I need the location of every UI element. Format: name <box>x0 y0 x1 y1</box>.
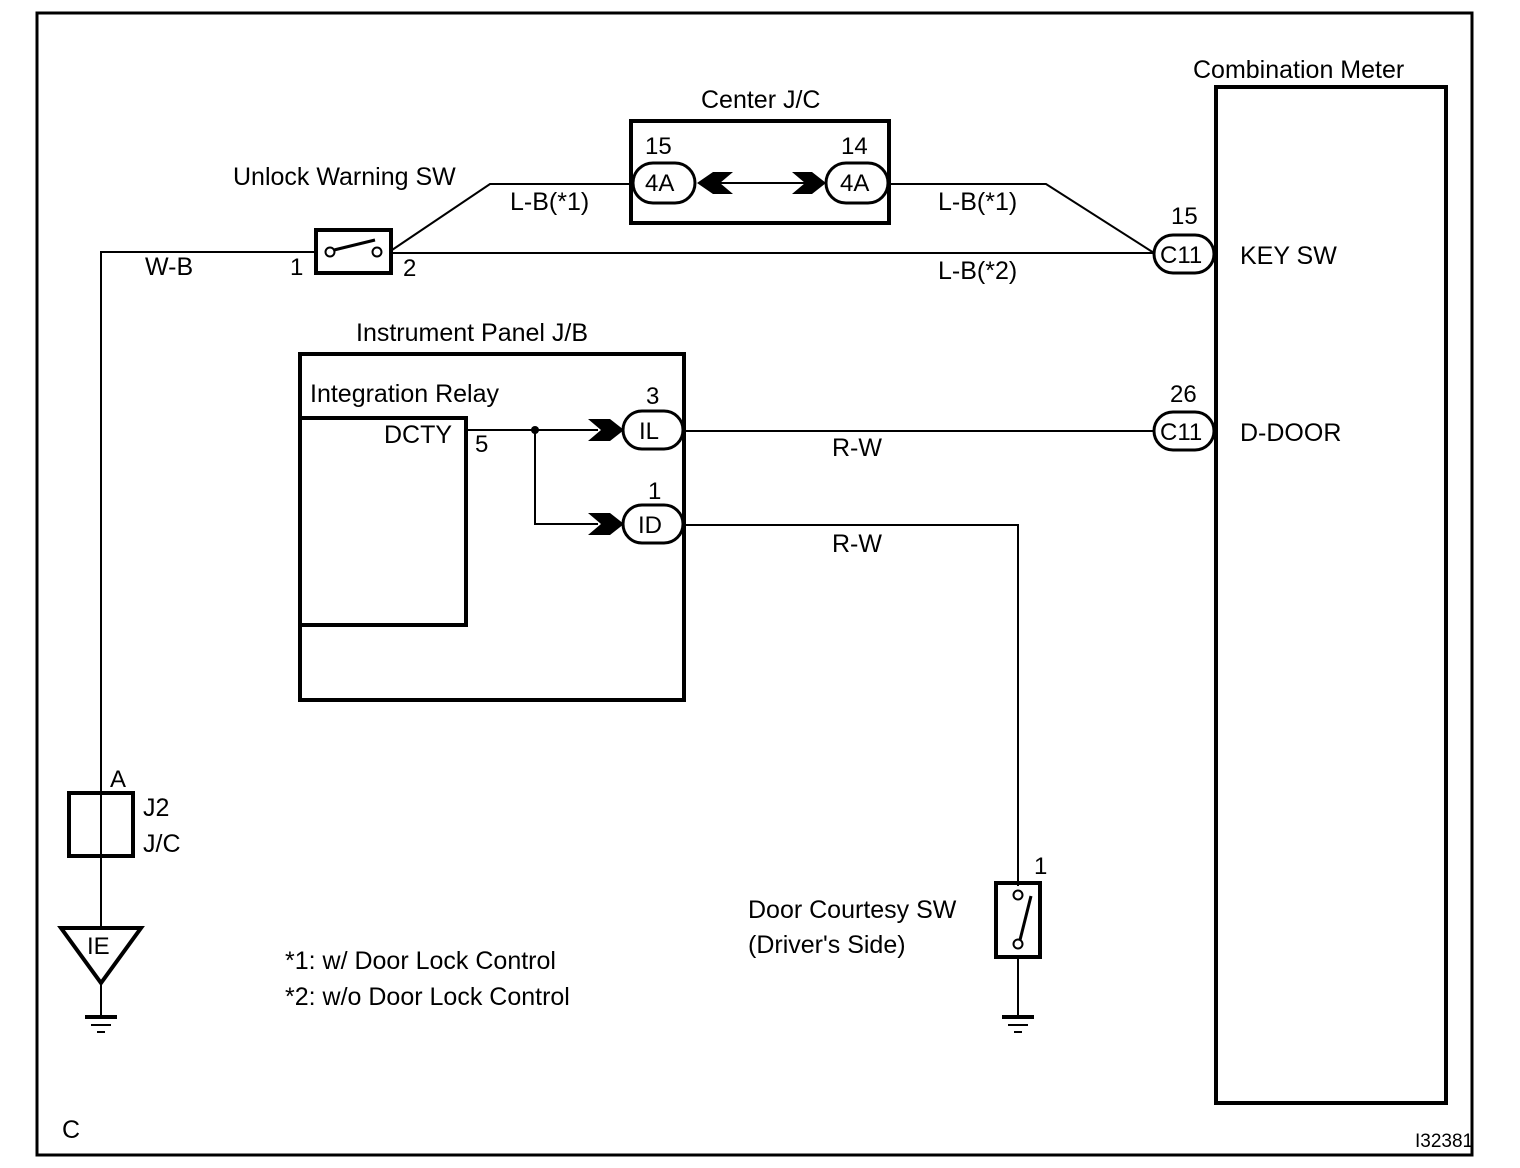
connector-code: 4A <box>840 170 869 197</box>
wire-label-lb2: L-B(*2) <box>938 257 1017 285</box>
footnote: *1: w/ Door Lock Control <box>285 947 556 975</box>
pin-number: 26 <box>1170 381 1197 408</box>
corner-label: C <box>62 1116 80 1144</box>
male-terminal-icon <box>792 172 826 194</box>
pin-number: 15 <box>645 133 672 160</box>
switch-blade <box>333 238 376 252</box>
terminal-name: KEY SW <box>1240 242 1337 270</box>
door-courtesy-switch: Door Courtesy SW (Driver's Side) 1 <box>748 853 1047 1033</box>
ground-point-code: IE <box>87 933 110 960</box>
branch-wire <box>534 430 598 525</box>
integration-relay-label: Integration Relay <box>310 380 500 408</box>
switch-contact <box>1012 938 1024 950</box>
footnote: *2: w/o Door Lock Control <box>285 983 570 1011</box>
footnotes: *1: w/ Door Lock Control *2: w/o Door Lo… <box>285 947 570 1011</box>
connector-code: IL <box>639 418 659 445</box>
jc-label: J/C <box>143 830 181 858</box>
connector-id <box>621 503 685 545</box>
pin-number: 5 <box>475 431 488 458</box>
ground-point-ie: IE <box>57 926 145 1033</box>
combination-meter-label: Combination Meter <box>1193 56 1404 84</box>
switch-contact <box>1012 889 1024 901</box>
wire-label-lb1-right: L-B(*1) <box>938 188 1017 216</box>
ground-point-triangle <box>57 926 145 987</box>
pin-number: 1 <box>648 478 661 505</box>
center-jc-label: Center J/C <box>701 86 820 114</box>
wire-label-lb1-left: L-B(*1) <box>510 188 589 216</box>
wire-label-wb: W-B <box>145 253 193 281</box>
wire-rw-lower <box>684 524 1019 886</box>
connector-code: 4A <box>645 170 674 197</box>
switch-contact <box>371 246 383 258</box>
door-courtesy-sw-label: Door Courtesy SW <box>748 896 957 924</box>
pin-number: 15 <box>1171 203 1198 230</box>
door-courtesy-sw-side-label: (Driver's Side) <box>748 931 906 959</box>
pin-number: 14 <box>841 133 868 160</box>
integration-relay-box <box>298 416 468 627</box>
unlock-warning-sw-label: Unlock Warning SW <box>233 163 456 191</box>
j2-label: J2 <box>143 794 169 822</box>
wire-label-rw-upper: R-W <box>832 434 882 462</box>
meter-terminal-key-sw: 15 C11 KEY SW <box>1152 203 1337 275</box>
pin-number: 3 <box>646 383 659 410</box>
pin-number: 2 <box>403 255 416 282</box>
center-jc: Center J/C 15 14 4A 4A <box>629 86 891 225</box>
wire-label-rw-lower: R-W <box>832 530 882 558</box>
combination-meter-box <box>1214 85 1448 1105</box>
female-terminal-icon <box>697 172 733 194</box>
switch-contact <box>324 246 336 258</box>
j2-box <box>67 791 135 858</box>
unlock-warning-switch: Unlock Warning SW 1 2 <box>233 163 456 282</box>
instrument-panel-jb: Instrument Panel J/B Integration Relay D… <box>298 319 686 702</box>
wire-wb <box>100 251 316 928</box>
connector-code: C11 <box>1160 419 1202 446</box>
connector-il <box>621 409 685 451</box>
combination-meter: Combination Meter 15 C11 KEY SW 26 C11 D… <box>1152 56 1448 1105</box>
connector-code: C11 <box>1160 242 1202 269</box>
figure-id: I32381 <box>1415 1131 1473 1152</box>
wire-lb1-right <box>888 183 1155 254</box>
male-terminal-icon <box>588 513 624 535</box>
outer-frame <box>35 11 1474 1157</box>
relay-terminal-dcty: DCTY <box>384 421 452 449</box>
male-terminal-icon <box>588 419 624 441</box>
j2-junction-connector: A J2 J/C <box>67 766 181 858</box>
meter-terminal-d-door: 26 C11 D-DOOR <box>1152 381 1341 452</box>
pin-number: A <box>110 766 126 793</box>
pin-number: 1 <box>290 254 303 281</box>
instrument-panel-jb-label: Instrument Panel J/B <box>356 319 588 347</box>
connector-code: ID <box>638 512 662 539</box>
switch-blade <box>1018 895 1033 941</box>
wire-lb1-left <box>391 183 633 251</box>
terminal-name: D-DOOR <box>1240 419 1341 447</box>
pin-number: 1 <box>1034 853 1047 880</box>
